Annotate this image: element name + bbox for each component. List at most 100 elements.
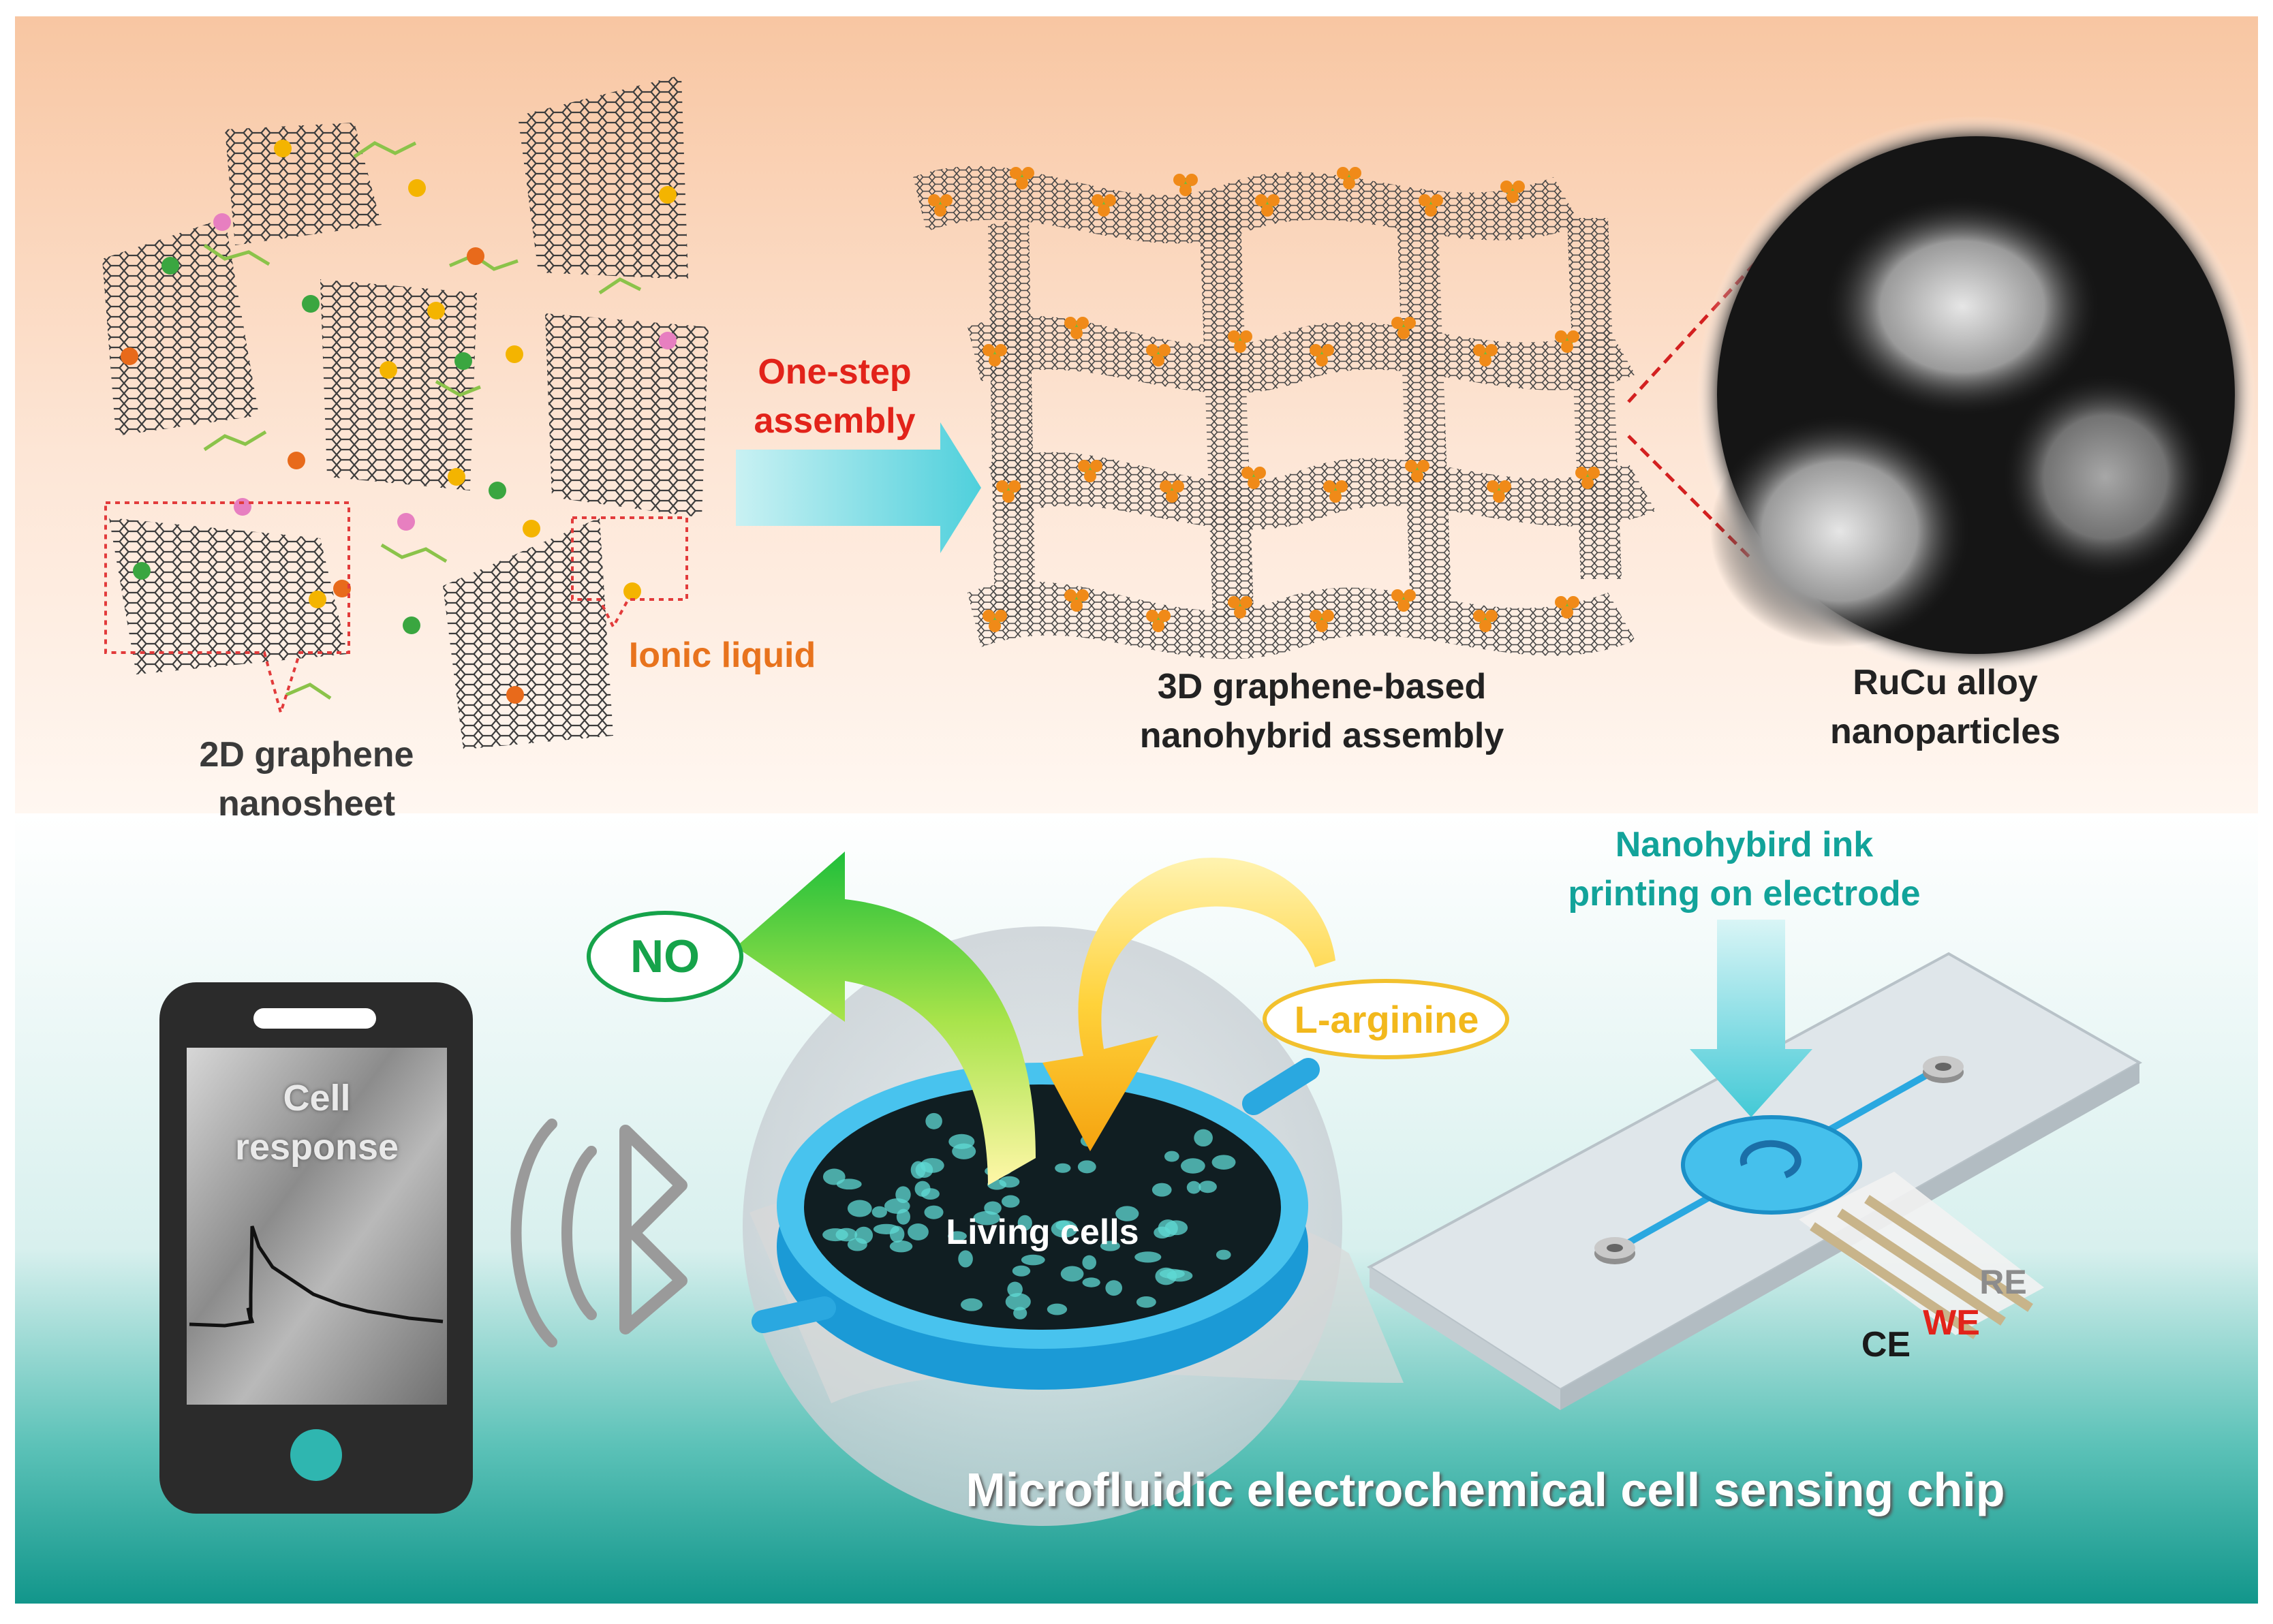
graphene-callout-box — [104, 501, 350, 718]
cell — [921, 1188, 940, 1200]
nanoparticle-cluster — [1241, 467, 1266, 489]
graphene-3d-assembly — [913, 166, 1656, 659]
nanoparticle-cluster — [1078, 460, 1102, 482]
assembly-3d-label-line2: nanohybrid assembly — [1139, 716, 1504, 755]
graphene-2d-label: 2D graphene nanosheet — [150, 730, 463, 828]
cell — [1216, 1249, 1231, 1260]
nanoparticle-cluster — [1575, 467, 1600, 489]
alloy-label-line1: RuCu alloy — [1853, 663, 2038, 702]
electrode-ce-label: CE — [1861, 1325, 1911, 1364]
one-step-label-line2: assembly — [754, 401, 916, 441]
cell — [1055, 1163, 1071, 1173]
nanoparticle-cluster — [1146, 610, 1171, 632]
living-cells-label: Living cells — [946, 1213, 1139, 1252]
nanoparticle-cluster — [928, 194, 953, 217]
one-step-arrow — [736, 422, 981, 553]
cell — [1164, 1151, 1179, 1162]
cell — [1115, 1206, 1139, 1221]
cell — [884, 1198, 910, 1214]
nanoparticle-cluster — [1555, 596, 1579, 619]
cell — [952, 1143, 976, 1159]
l-arginine-label-ellipse — [1263, 979, 1509, 1059]
graphene-nanosheets — [102, 75, 709, 749]
cell — [908, 1223, 929, 1240]
ink-printing-arrow — [1690, 920, 1812, 1117]
cell — [822, 1228, 848, 1242]
cell — [1158, 1219, 1178, 1237]
cell — [958, 1250, 973, 1268]
cell — [1194, 1129, 1213, 1147]
graphene-2d-label-line1: 2D graphene — [199, 735, 414, 775]
ru-cu-nanoparticle-clusters — [928, 167, 1600, 632]
cell — [924, 1205, 944, 1219]
cell — [1082, 1255, 1097, 1270]
metal-precursor-ions — [121, 140, 677, 704]
cell-response-label-line2: response — [234, 1127, 399, 1168]
microfluidic-chip — [1367, 952, 2143, 1410]
nanoparticle-cluster — [1323, 480, 1348, 503]
nanoparticle-cluster — [1391, 317, 1416, 339]
nanoparticle-cluster — [1255, 194, 1280, 217]
nanoparticle-cluster — [1405, 460, 1429, 482]
cell — [1211, 1155, 1236, 1170]
cell — [1100, 1240, 1120, 1251]
cell — [1005, 1293, 1031, 1311]
cell — [822, 1168, 846, 1185]
ink-printing-label-line2: printing on electrode — [1568, 874, 1921, 914]
cell — [1151, 1183, 1172, 1197]
cell — [920, 1157, 944, 1173]
cell-response-label-line1: Cell — [283, 1078, 351, 1119]
cell — [1105, 1280, 1123, 1296]
nanoparticle-cluster — [1010, 167, 1034, 189]
cell — [1136, 1296, 1156, 1308]
nanoparticle-cluster — [1419, 194, 1443, 217]
alloy-label-line2: nanoparticles — [1829, 712, 2061, 751]
cell — [1055, 1220, 1071, 1231]
cell — [948, 1231, 967, 1241]
nanoparticle-cluster — [996, 480, 1021, 503]
nanoparticle-cluster — [1228, 330, 1252, 353]
no-label: NO — [630, 931, 700, 982]
nanoparticle-cluster — [1391, 589, 1416, 612]
cell — [1082, 1277, 1100, 1287]
nanoparticle-cluster — [1555, 330, 1579, 353]
nanoparticle-cluster — [1173, 174, 1198, 196]
electrode-re-label: RE — [1979, 1263, 2027, 1301]
nanoparticle-cluster — [1092, 194, 1116, 217]
ink-printing-label-line1: Nanohybird ink — [1615, 825, 1874, 864]
l-arginine-label: L-arginine — [1294, 998, 1479, 1041]
cell — [973, 1211, 1000, 1225]
cell — [1077, 1160, 1096, 1174]
ionic-liquid-callout-box — [571, 516, 688, 630]
nanoparticle-cluster — [1473, 610, 1498, 632]
nanoparticle-cluster — [1228, 596, 1252, 619]
nanoparticle-cluster — [1487, 480, 1511, 503]
electrode-we-label: WE — [1923, 1303, 1980, 1343]
cell — [1013, 1307, 1027, 1320]
cell — [1017, 1215, 1032, 1231]
nanoparticle-cluster — [1310, 344, 1334, 366]
cell — [1155, 1267, 1177, 1285]
l-arginine-arrow — [1042, 858, 1335, 1151]
nanoparticle-cluster — [1500, 181, 1525, 203]
cell — [1180, 1158, 1205, 1174]
smartphone-icon — [159, 982, 473, 1514]
nanoparticle-cluster — [983, 344, 1007, 366]
graphene-2d-label-line2: nanosheet — [217, 784, 396, 824]
bluetooth-icon — [619, 1125, 687, 1334]
cell — [1012, 1265, 1031, 1277]
nanoparticle-cluster — [983, 610, 1007, 632]
alloy-label: RuCu alloy nanoparticles — [1785, 658, 2105, 756]
one-step-assembly-label: One-step assembly — [722, 347, 947, 446]
cell — [1060, 1266, 1084, 1282]
cell — [889, 1240, 913, 1253]
chip-title: Microfluidic electrochemical cell sensin… — [965, 1463, 2005, 1516]
cell — [960, 1298, 983, 1311]
cell — [871, 1206, 887, 1218]
nanoparticle-cluster — [1146, 344, 1171, 366]
cell — [1047, 1303, 1068, 1315]
assembly-3d-label: 3D graphene-based nanohybrid assembly — [1063, 662, 1581, 760]
cell-response-label: Cell response — [198, 1074, 436, 1172]
